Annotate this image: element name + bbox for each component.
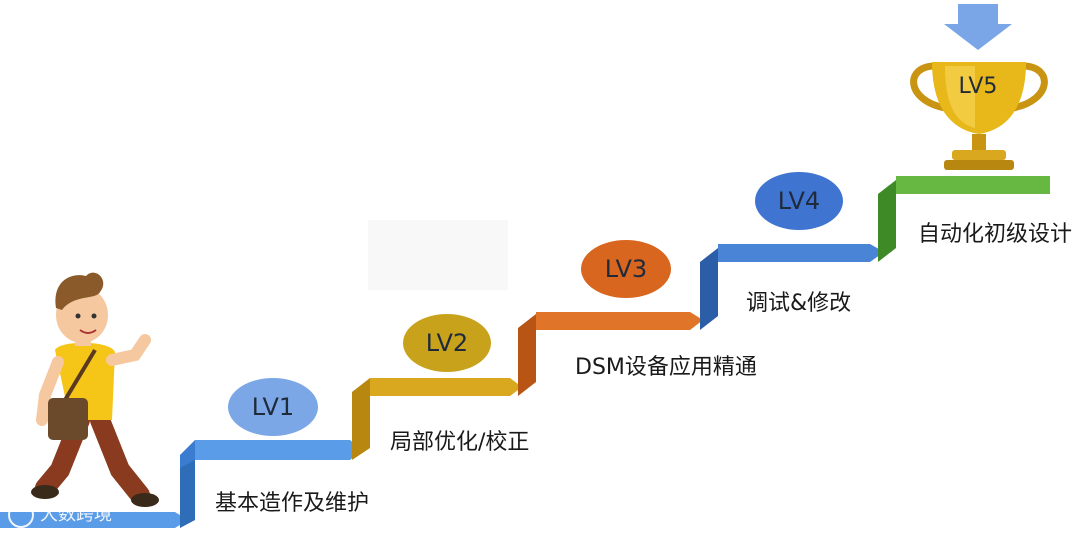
label-lv5: 自动化初级设计	[918, 222, 1073, 247]
step-lv3	[518, 312, 703, 396]
step-lv1	[0, 440, 362, 528]
label-lv3: DSM设备应用精通	[575, 355, 757, 380]
label-lv2: 局部优化/校正	[390, 430, 530, 455]
watermark-logo-icon	[8, 502, 34, 528]
background-panel	[368, 220, 508, 290]
watermark: 大数跨境	[8, 500, 112, 528]
label-lv4: 调试&修改	[746, 291, 852, 316]
step-lv4	[700, 244, 884, 330]
step-lv2	[352, 378, 522, 460]
watermark-text: 大数跨境	[40, 504, 112, 525]
walking-person-illustration	[31, 272, 159, 507]
badge-lv3: LV3	[581, 240, 671, 298]
label-lv1: 基本造作及维护	[215, 491, 370, 516]
trophy-icon	[910, 62, 1048, 170]
down-arrow-icon	[944, 4, 1012, 50]
badge-lv4: LV4	[755, 172, 843, 230]
badge-lv5: LV5	[958, 73, 998, 99]
step-lv5	[878, 176, 1050, 262]
badge-lv2: LV2	[403, 314, 491, 372]
badge-lv1: LV1	[228, 378, 318, 436]
